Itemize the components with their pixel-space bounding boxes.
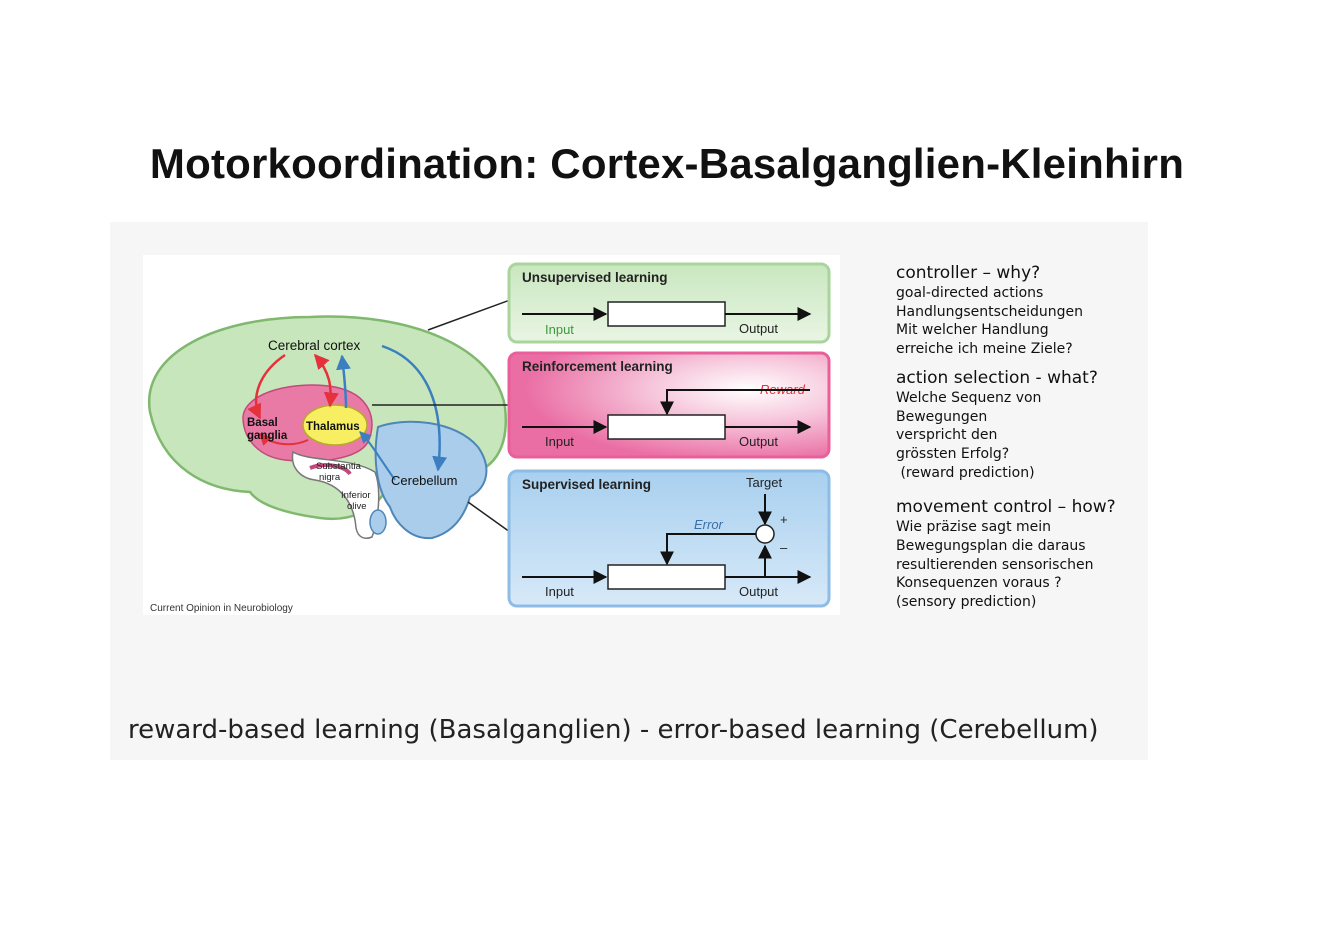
minus-sign: – xyxy=(780,540,788,555)
unsupervised-input-label: Input xyxy=(545,322,574,337)
reinforcement-process-block xyxy=(608,415,725,439)
supervised-output-label: Output xyxy=(739,584,778,599)
note-line: resultierenden sensorischen xyxy=(896,556,1146,575)
notes-column: controller – why? goal-directed actions … xyxy=(896,262,1146,620)
note-movement-control: movement control – how? Wie präzise sagt… xyxy=(896,496,1146,612)
figure-credit: Current Opinion in Neurobiology xyxy=(150,603,293,614)
target-label: Target xyxy=(746,475,783,490)
figure-diagram: Cerebral cortex Basal ganglia Thalamus S… xyxy=(110,222,850,622)
substantia-nigra-label-line-2: nigra xyxy=(319,472,341,483)
footer-caption: reward-based learning (Basalganglien) - … xyxy=(128,715,1099,745)
note-line: Mit welcher Handlung xyxy=(896,321,1146,340)
note-line: Bewegungsplan die daraus xyxy=(896,537,1146,556)
inferior-olive-shape xyxy=(370,510,386,534)
note-line: erreiche ich meine Ziele? xyxy=(896,340,1146,359)
thalamus-label: Thalamus xyxy=(306,421,360,433)
supervised-process-block xyxy=(608,565,725,589)
reinforcement-output-label: Output xyxy=(739,434,778,449)
unsupervised-output-label: Output xyxy=(739,321,778,336)
error-label: Error xyxy=(694,517,724,532)
inferior-olive-label-line-1: Inferior xyxy=(341,490,371,501)
cerebral-cortex-label: Cerebral cortex xyxy=(268,338,361,353)
basal-ganglia-label-line-1: Basal xyxy=(247,417,278,429)
reinforcement-title: Reinforcement learning xyxy=(522,359,673,374)
supervised-input-label: Input xyxy=(545,584,574,599)
note-line: Handlungsentscheidungen xyxy=(896,303,1146,322)
note-heading: action selection - what? xyxy=(896,367,1146,389)
note-line: grössten Erfolg? xyxy=(896,445,1146,464)
inferior-olive-label-line-2: olive xyxy=(347,501,367,512)
note-line: (sensory prediction) xyxy=(896,593,1146,612)
basal-ganglia-label-line-2: ganglia xyxy=(247,430,288,442)
plus-sign: + xyxy=(780,512,788,527)
note-controller: controller – why? goal-directed actions … xyxy=(896,262,1146,359)
note-action-selection: action selection - what? Welche Sequenz … xyxy=(896,367,1146,483)
reinforcement-input-label: Input xyxy=(545,434,574,449)
comparator-node xyxy=(756,525,774,543)
note-heading: movement control – how? xyxy=(896,496,1146,518)
note-line: goal-directed actions xyxy=(896,284,1146,303)
unsupervised-title: Unsupervised learning xyxy=(522,270,668,285)
substantia-nigra-label-line-1: Substantia xyxy=(316,461,362,472)
slide-title: Motorkoordination: Cortex-Basalganglien-… xyxy=(0,140,1334,188)
note-line: Bewegungen xyxy=(896,408,1146,427)
unsupervised-process-block xyxy=(608,302,725,326)
note-line: verspricht den xyxy=(896,426,1146,445)
supervised-learning-box: Supervised learning Target + – Error Inp… xyxy=(509,471,829,606)
note-line: Konsequenzen voraus ? xyxy=(896,574,1146,593)
note-line: (reward prediction) xyxy=(896,464,1146,483)
supervised-title: Supervised learning xyxy=(522,477,651,492)
note-heading: controller – why? xyxy=(896,262,1146,284)
reinforcement-learning-box: Reinforcement learning Reward Input Outp… xyxy=(509,353,829,457)
unsupervised-learning-box: Unsupervised learning Input Output xyxy=(509,264,829,342)
note-line: Wie präzise sagt mein xyxy=(896,518,1146,537)
note-line: Welche Sequenz von xyxy=(896,389,1146,408)
cerebellum-label: Cerebellum xyxy=(391,473,457,488)
